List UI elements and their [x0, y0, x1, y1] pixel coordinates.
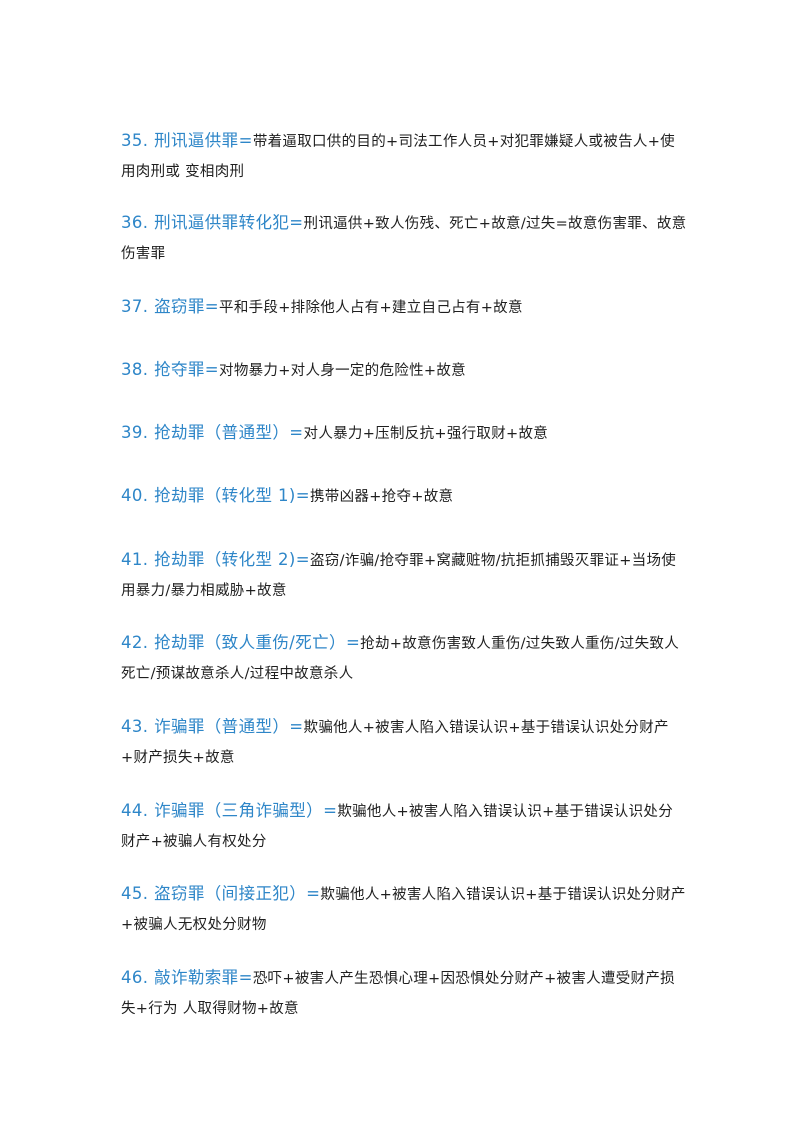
entry-35: 35. 刑讯逼供罪=带着逼取口供的目的+司法工作人员+对犯罪嫌疑人或被告人+使用…: [121, 126, 687, 187]
entry-37: 37. 盗窃罪=平和手段+排除他人占有+建立自己占有+故意: [121, 292, 687, 323]
entry-definition: 欺骗他人+被害人陷入错误认识+基于错误认识处分财产+被骗人无权处分财物: [121, 887, 686, 933]
entry-term: 37. 盗窃罪=: [121, 297, 220, 316]
entry-definition: 对物暴力+对人身一定的危险性+故意: [219, 363, 466, 379]
entry-36: 36. 刑讯逼供罪转化犯=刑讯逼供+致人伤残、死亡+故意/过失=故意伤害罪、故意…: [121, 208, 687, 269]
entry-39: 39. 抢劫罪（普通型）=对人暴力+压制反抗+强行取财+故意: [121, 418, 687, 449]
entry-definition: 携带凶器+抢夺+故意: [310, 489, 454, 505]
entry-term: 39. 抢劫罪（普通型）=: [121, 423, 304, 442]
entry-term: 44. 诈骗罪（三角诈骗型）=: [121, 801, 338, 820]
entry-46: 46. 敲诈勒索罪=恐吓+被害人产生恐惧心理+因恐惧处分财产+被害人遭受财产损失…: [121, 963, 687, 1024]
entry-term: 46. 敲诈勒索罪=: [121, 968, 253, 987]
entry-term: 41. 抢劫罪（转化型 2)=: [121, 550, 310, 569]
entry-term: 36. 刑讯逼供罪转化犯=: [121, 213, 304, 232]
entry-term: 40. 抢劫罪（转化型 1)=: [121, 486, 310, 505]
entry-term: 38. 抢夺罪=: [121, 360, 220, 379]
entry-definition: 盗窃/诈骗/抢夺罪+窝藏赃物/抗拒抓捕毁灭罪证+当场使用暴力/暴力相威胁+故意: [121, 553, 677, 599]
entry-41: 41. 抢劫罪（转化型 2)=盗窃/诈骗/抢夺罪+窝藏赃物/抗拒抓捕毁灭罪证+当…: [121, 545, 687, 606]
entry-definition: 欺骗他人+被害人陷入错误认识+基于错误认识处分财产+财产损失+故意: [121, 720, 669, 766]
entry-40: 40. 抢劫罪（转化型 1)=携带凶器+抢夺+故意: [121, 481, 687, 512]
entry-definition: 平和手段+排除他人占有+建立自己占有+故意: [219, 300, 523, 316]
entry-definition: 欺骗他人+被害人陷入错误认识+基于错误认识处分财产+被骗人有权处分: [121, 804, 674, 850]
entry-definition: 刑讯逼供+致人伤残、死亡+故意/过失=故意伤害罪、故意伤害罪: [121, 216, 687, 262]
entry-definition: 恐吓+被害人产生恐惧心理+因恐惧处分财产+被害人遭受财产损失+行为 人取得财物+…: [121, 971, 675, 1017]
entry-45: 45. 盗窃罪（间接正犯）=欺骗他人+被害人陷入错误认识+基于错误认识处分财产+…: [121, 879, 687, 940]
entry-definition: 抢劫+故意伤害致人重伤/过失致人重伤/过失致人死亡/预谋故意杀人/过程中故意杀人: [121, 636, 679, 682]
entry-44: 44. 诈骗罪（三角诈骗型）=欺骗他人+被害人陷入错误认识+基于错误认识处分财产…: [121, 796, 687, 857]
entry-term: 35. 刑讯逼供罪=: [121, 131, 253, 150]
entry-43: 43. 诈骗罪（普通型）=欺骗他人+被害人陷入错误认识+基于错误认识处分财产+财…: [121, 712, 687, 773]
entry-term: 45. 盗窃罪（间接正犯）=: [121, 884, 321, 903]
entry-42: 42. 抢劫罪（致人重伤/死亡）=抢劫+故意伤害致人重伤/过失致人重伤/过失致人…: [121, 628, 687, 689]
entry-term: 42. 抢劫罪（致人重伤/死亡）=: [121, 633, 361, 652]
entry-definition: 对人暴力+压制反抗+强行取财+故意: [303, 426, 549, 442]
entry-term: 43. 诈骗罪（普通型）=: [121, 717, 304, 736]
entry-38: 38. 抢夺罪=对物暴力+对人身一定的危险性+故意: [121, 355, 687, 386]
entry-definition: 带着逼取口供的目的+司法工作人员+对犯罪嫌疑人或被告人+使用肉刑或 变相肉刑: [121, 134, 675, 180]
